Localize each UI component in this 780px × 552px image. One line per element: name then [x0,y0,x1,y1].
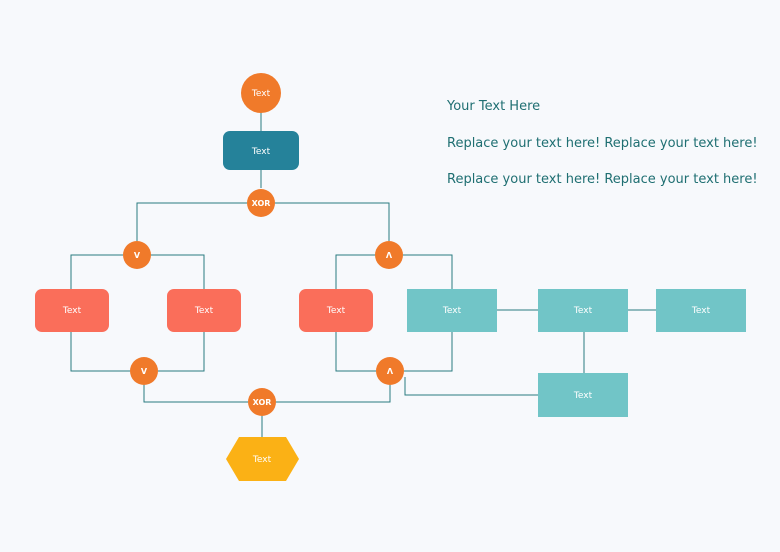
task-teal-4-label: Text [573,391,593,401]
connectors [70,112,656,437]
connector-teal1-join [404,332,453,372]
task-teal-1-label: Text [442,306,462,316]
connector-and-split-left [335,254,375,289]
connector-left-b-join [158,332,205,372]
start-event: Text [241,73,281,113]
gate-or-join: V [130,357,158,385]
gate-or-join-label: V [141,367,148,376]
connector-xor-right [275,202,390,241]
task-teal-3-label: Text [691,306,711,316]
task-mid: Text [299,289,373,332]
connector-and-split-right [403,254,453,289]
task-mid-label: Text [326,306,346,316]
task-left-b-label: Text [194,306,214,316]
connector-left-a-join [70,332,130,372]
note-heading: Your Text Here [447,99,541,114]
task-teal-3: Text [656,289,746,332]
end-event-label: Text [252,455,272,465]
end-event: Text [226,437,299,481]
note-line-2: Replace your text here! Replace your tex… [447,172,758,187]
connector-or-join-xor [143,385,248,403]
task-main: Text [223,131,299,170]
gate-xor-join: XOR [248,388,276,416]
connector-or-split-left [70,254,123,289]
start-event-label: Text [251,89,271,99]
connector-mid-join [335,332,376,372]
task-left-b: Text [167,289,241,332]
connector-teal4-and-join [404,377,538,396]
gate-and-join: Λ [376,357,404,385]
gate-xor-split-label: XOR [252,199,271,208]
task-teal-2: Text [538,289,628,332]
task-teal-4: Text [538,373,628,417]
gate-or-split-label: V [134,251,141,260]
gate-and-split: Λ [375,241,403,269]
task-left-a: Text [35,289,109,332]
gate-xor-split: XOR [247,189,275,217]
task-left-a-label: Text [62,306,82,316]
connector-xor-left [136,202,247,241]
gate-xor-join-label: XOR [253,398,272,407]
task-teal-1: Text [407,289,497,332]
task-teal-2-label: Text [573,306,593,316]
gate-or-split: V [123,241,151,269]
task-main-label: Text [251,147,271,157]
gate-and-join-label: Λ [387,367,394,376]
note-line-1: Replace your text here! Replace your tex… [447,136,758,151]
connector-or-split-right [151,254,205,289]
connector-and-join-xor [276,385,391,403]
gate-and-split-label: Λ [386,251,393,260]
